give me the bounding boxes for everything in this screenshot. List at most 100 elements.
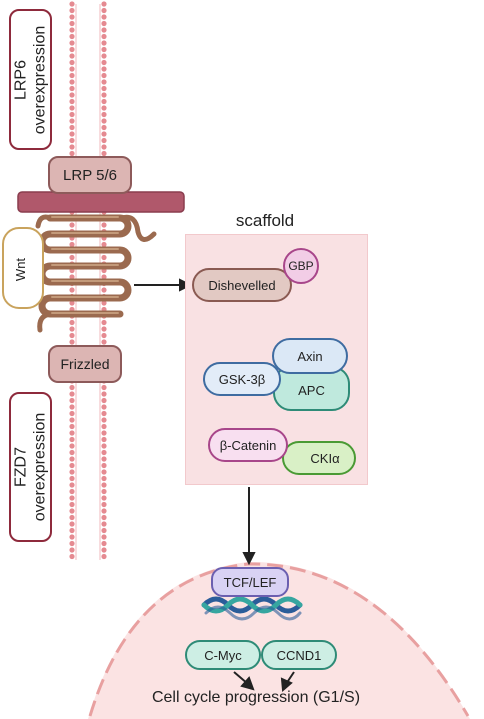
- gsk3b-node: GSK-3β: [203, 362, 281, 396]
- membrane-bead: [101, 111, 107, 118]
- membrane-bead: [69, 85, 75, 92]
- membrane-bead: [101, 521, 107, 527]
- membrane-bead: [69, 410, 75, 417]
- membrane-bead: [69, 79, 75, 85]
- axin-node: Axin: [272, 338, 348, 374]
- membrane-bead: [69, 469, 75, 475]
- arrow-cmyc-cellcycle: [233, 671, 255, 691]
- membrane-bead: [69, 300, 75, 306]
- membrane-bead: [101, 469, 107, 475]
- membrane-bead: [69, 254, 75, 261]
- lrp56-receptor: LRP 5/6: [48, 156, 132, 194]
- membrane-bead: [101, 144, 107, 150]
- membrane-bead: [69, 332, 75, 339]
- membrane-bead: [101, 241, 107, 248]
- membrane-bead: [101, 391, 107, 397]
- ckia-node: CKIα: [282, 441, 356, 475]
- fzd7-overexpression-label: FZD7 overexpression: [9, 392, 52, 542]
- membrane-bead: [101, 287, 107, 293]
- membrane-bead: [69, 501, 75, 508]
- arrow-ccnd1-cellcycle: [280, 671, 295, 693]
- membrane-bead: [101, 384, 107, 391]
- membrane-bead: [101, 423, 107, 430]
- membrane-bead: [101, 534, 107, 540]
- lrp6-text: LRP6: [12, 59, 30, 100]
- membrane-bead: [69, 131, 75, 137]
- membrane-bead: [101, 332, 107, 339]
- membrane-bead: [69, 482, 75, 488]
- membrane-bead: [69, 456, 75, 462]
- membrane-bead: [101, 137, 107, 144]
- membrane-bead: [101, 7, 107, 14]
- membrane-bead: [69, 397, 75, 404]
- membrane-bead: [69, 7, 75, 14]
- membrane-bead: [101, 417, 107, 423]
- membrane-bead: [101, 553, 107, 560]
- fzd7-text: FZD7: [12, 447, 30, 487]
- membrane-bead: [101, 131, 107, 137]
- membrane-bead: [101, 150, 107, 157]
- membrane-bead: [69, 547, 75, 553]
- membrane-bead: [69, 66, 75, 72]
- membrane-bead: [101, 33, 107, 40]
- membrane-bead: [69, 495, 75, 501]
- membrane-bead: [69, 540, 75, 547]
- membrane-bead: [101, 339, 107, 345]
- arrow-to-scaffold: [134, 278, 193, 292]
- membrane-bead: [101, 254, 107, 261]
- membrane-bead: [101, 300, 107, 306]
- ccnd1-node: CCND1: [261, 640, 337, 670]
- nucleus-envelope: [88, 562, 470, 717]
- membrane-bead: [69, 319, 75, 326]
- membrane-bead: [101, 20, 107, 27]
- membrane-bead: [101, 456, 107, 462]
- membrane-bead: [69, 118, 75, 124]
- membrane-bead: [101, 105, 107, 111]
- membrane-bead: [69, 475, 75, 482]
- membrane-bead: [101, 66, 107, 72]
- membrane-bead: [69, 1, 75, 7]
- membrane-bead: [69, 417, 75, 423]
- dna-helix: [201, 596, 303, 621]
- membrane-bead: [69, 527, 75, 534]
- membrane-bead: [101, 540, 107, 547]
- membrane-bead: [101, 410, 107, 417]
- membrane-bead: [101, 98, 107, 105]
- membrane-bead: [69, 222, 75, 228]
- membrane-bead: [69, 33, 75, 40]
- membrane-bead: [101, 27, 107, 33]
- wnt-text: Wnt: [13, 257, 29, 281]
- membrane-bead: [101, 79, 107, 85]
- membrane-bead: [101, 326, 107, 332]
- membrane-bead: [101, 222, 107, 228]
- membrane-bead: [101, 118, 107, 124]
- membrane-bead: [101, 527, 107, 534]
- membrane-bead: [101, 436, 107, 443]
- membrane-bead: [101, 488, 107, 495]
- membrane-bead: [69, 144, 75, 150]
- lrp6-overexpression-text: LRP6 overexpression: [12, 25, 50, 134]
- membrane-bead: [69, 150, 75, 157]
- membrane-bead: [101, 59, 107, 66]
- membrane-bead: [69, 404, 75, 410]
- membrane-bead: [69, 534, 75, 540]
- lrp6-overexpression-label: LRP6 overexpression: [9, 9, 52, 150]
- wnt-ligand: [2, 227, 44, 309]
- membrane-bead: [69, 488, 75, 495]
- receptor-bar: [17, 191, 185, 213]
- frizzled-loop-highlights: [51, 216, 119, 314]
- scaffold-title: scaffold: [235, 211, 295, 230]
- membrane-bead: [69, 514, 75, 521]
- membrane-bead: [101, 404, 107, 410]
- membrane-bead: [69, 40, 75, 46]
- membrane-bead: [69, 274, 75, 280]
- membrane-bead: [69, 391, 75, 397]
- membrane-bead: [101, 430, 107, 436]
- membrane-bead: [69, 46, 75, 53]
- lrp6-overexpression-word: overexpression: [31, 25, 49, 134]
- fzd7-overexpression-text: FZD7 overexpression: [12, 413, 50, 522]
- membrane-bead: [101, 14, 107, 20]
- membrane-bead: [101, 124, 107, 131]
- membrane-bead: [69, 241, 75, 248]
- membrane-bead: [101, 449, 107, 456]
